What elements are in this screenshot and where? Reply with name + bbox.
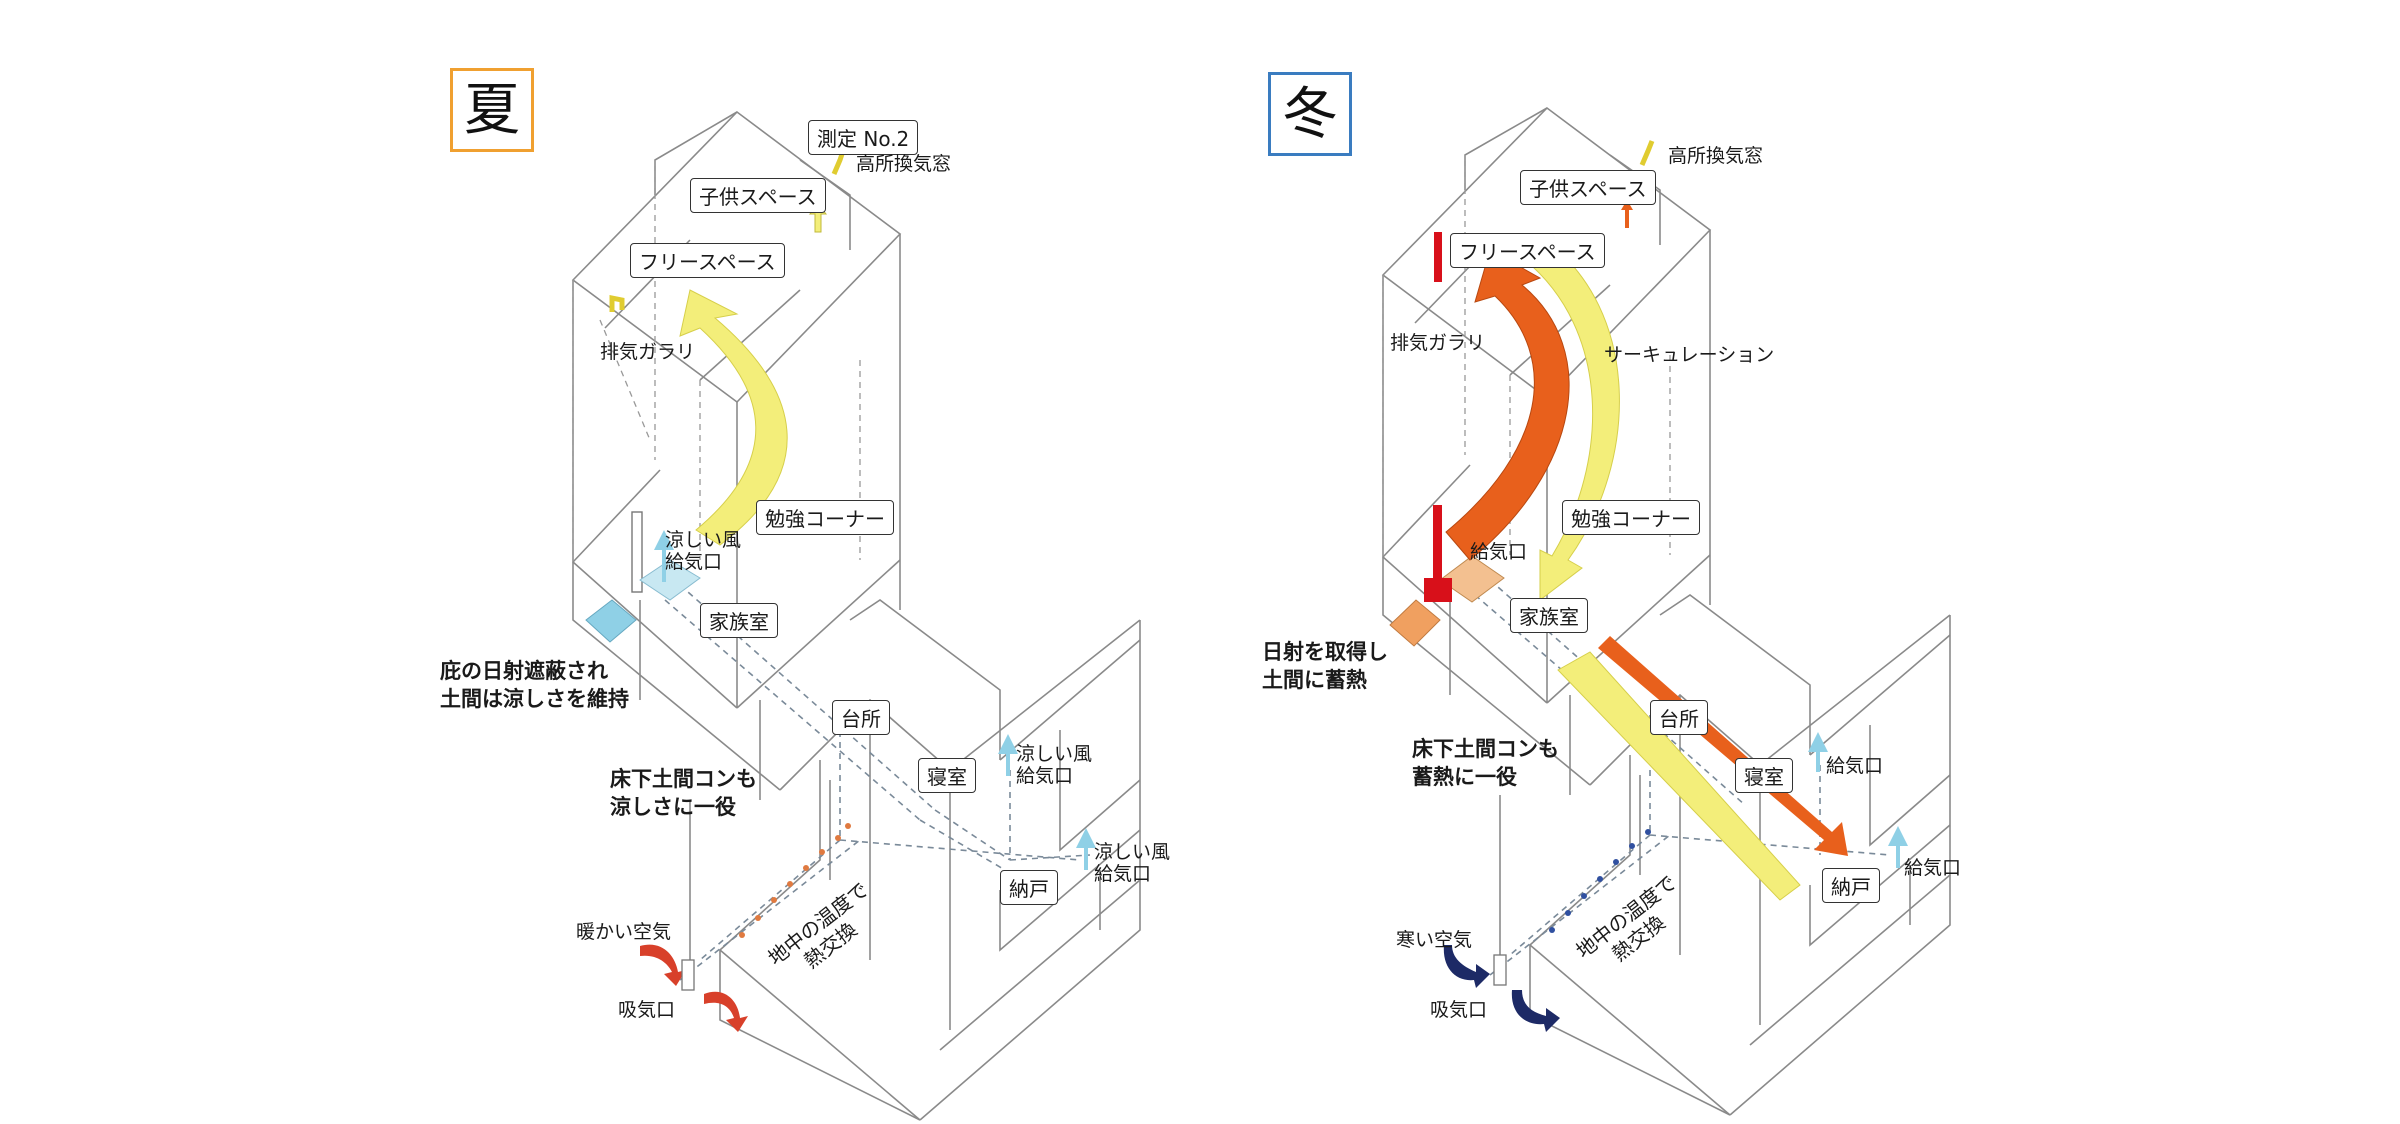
winter-heater-pipe-tall: [1433, 505, 1442, 595]
winter-study-corner-label: 勉強コーナー: [1562, 500, 1700, 535]
summer-kids-space-label: 子供スペース: [690, 178, 826, 213]
summer-supply-label-3: 給気口: [1094, 863, 1152, 885]
winter-warm-floor: [1439, 555, 1505, 603]
winter-intake-pipe: [1493, 954, 1507, 986]
winter-kids-space-label: 子供スペース: [1520, 170, 1656, 205]
summer-cool-floor-2: [639, 559, 701, 601]
summer-cool-wind-label-1: 涼しい風: [665, 529, 742, 551]
summer-storage-label: 納戸: [1000, 870, 1058, 905]
winter-underground-dots: [1549, 829, 1651, 933]
winter-heater-box: [1424, 578, 1452, 602]
winter-cold-air-label: 寒い空気: [1396, 929, 1473, 951]
winter-warm-updraft-arrow: [1445, 249, 1570, 561]
summer-underground-dots: [739, 823, 851, 938]
winter-orange-floor-arrow: [1598, 636, 1848, 856]
summer-bedroom-label: 寝室: [918, 758, 976, 793]
winter-yellow-floor-flow: [1557, 651, 1801, 901]
winter-supply-label-3: 給気口: [1904, 857, 1962, 879]
summer-family-room-label: 家族室: [700, 603, 778, 638]
summer-warm-air-label: 暖かい空気: [576, 921, 672, 943]
summer-louver-arrow: [609, 294, 625, 312]
summer-cool-updraft-arrow: [679, 289, 788, 546]
winter-intake-label: 吸気口: [1430, 999, 1488, 1021]
winter-cold-air-arrow-1: [1443, 945, 1490, 988]
winter-high-window-label: 高所換気窓: [1668, 145, 1764, 167]
winter-cold-air-arrow-2: [1511, 990, 1560, 1032]
summer-high-window-label: 高所換気窓: [856, 153, 952, 175]
summer-house-outline: [571, 110, 1141, 1121]
summer-eave-note-2: 土間は涼しさを維持: [440, 687, 629, 711]
summer-exhaust-louver-label: 排気ガラリ: [600, 341, 696, 363]
summer-floor-note-2: 涼しさに一役: [610, 795, 736, 819]
summer-cool-wind-label-2: 涼しい風: [1016, 743, 1093, 765]
winter-floor-note-1: 床下土間コンも: [1412, 737, 1559, 761]
summer-title: 夏: [450, 68, 534, 152]
winter-supply-label-1: 給気口: [1470, 541, 1528, 563]
summer-eave-note-1: 庇の日射遮蔽され: [440, 659, 608, 683]
winter-solar-note-1: 日射を取得し: [1262, 640, 1388, 664]
summer-pipe: [631, 511, 643, 593]
winter-free-space-label: フリースペース: [1450, 233, 1605, 268]
winter-supply-label-2: 給気口: [1826, 755, 1884, 777]
winter-title: 冬: [1268, 72, 1352, 156]
summer-supply-label-1: 給気口: [665, 551, 723, 573]
winter-solar-note-2: 土間に蓄熱: [1262, 668, 1367, 692]
summer-warm-air-arrow-2: [704, 991, 748, 1032]
summer-supply-label-2: 給気口: [1016, 765, 1074, 787]
summer-study-corner-label: 勉強コーナー: [756, 500, 894, 535]
winter-floor-note-2: 蓄熱に一役: [1412, 765, 1517, 789]
winter-circulation-label: サーキュレーション: [1604, 344, 1775, 366]
summer-kitchen-label: 台所: [832, 700, 890, 735]
winter-kitchen-label: 台所: [1650, 700, 1708, 735]
winter-exhaust-louver-label: 排気ガラリ: [1390, 332, 1486, 354]
winter-family-room-label: 家族室: [1510, 598, 1588, 633]
summer-free-space-label: フリースペース: [630, 243, 785, 278]
winter-louver-pipe: [1434, 232, 1442, 282]
winter-bedroom-label: 寝室: [1735, 758, 1793, 793]
winter-high-window-arrow: [1639, 140, 1655, 166]
summer-floor-note-1: 床下土間コンも: [610, 767, 757, 791]
summer-intake-label: 吸気口: [618, 999, 676, 1021]
winter-kids-vent-arrow: [1621, 200, 1633, 228]
summer-intake-pipe: [681, 959, 695, 991]
summer-warm-air-arrow-1: [640, 944, 686, 986]
winter-storage-label: 納戸: [1822, 868, 1880, 903]
winter-solar-floor: [1389, 599, 1441, 647]
summer-measure-label: 測定 No.2: [808, 120, 919, 155]
summer-cool-wind-label-3: 涼しい風: [1094, 841, 1171, 863]
summer-cool-floor: [585, 599, 637, 643]
